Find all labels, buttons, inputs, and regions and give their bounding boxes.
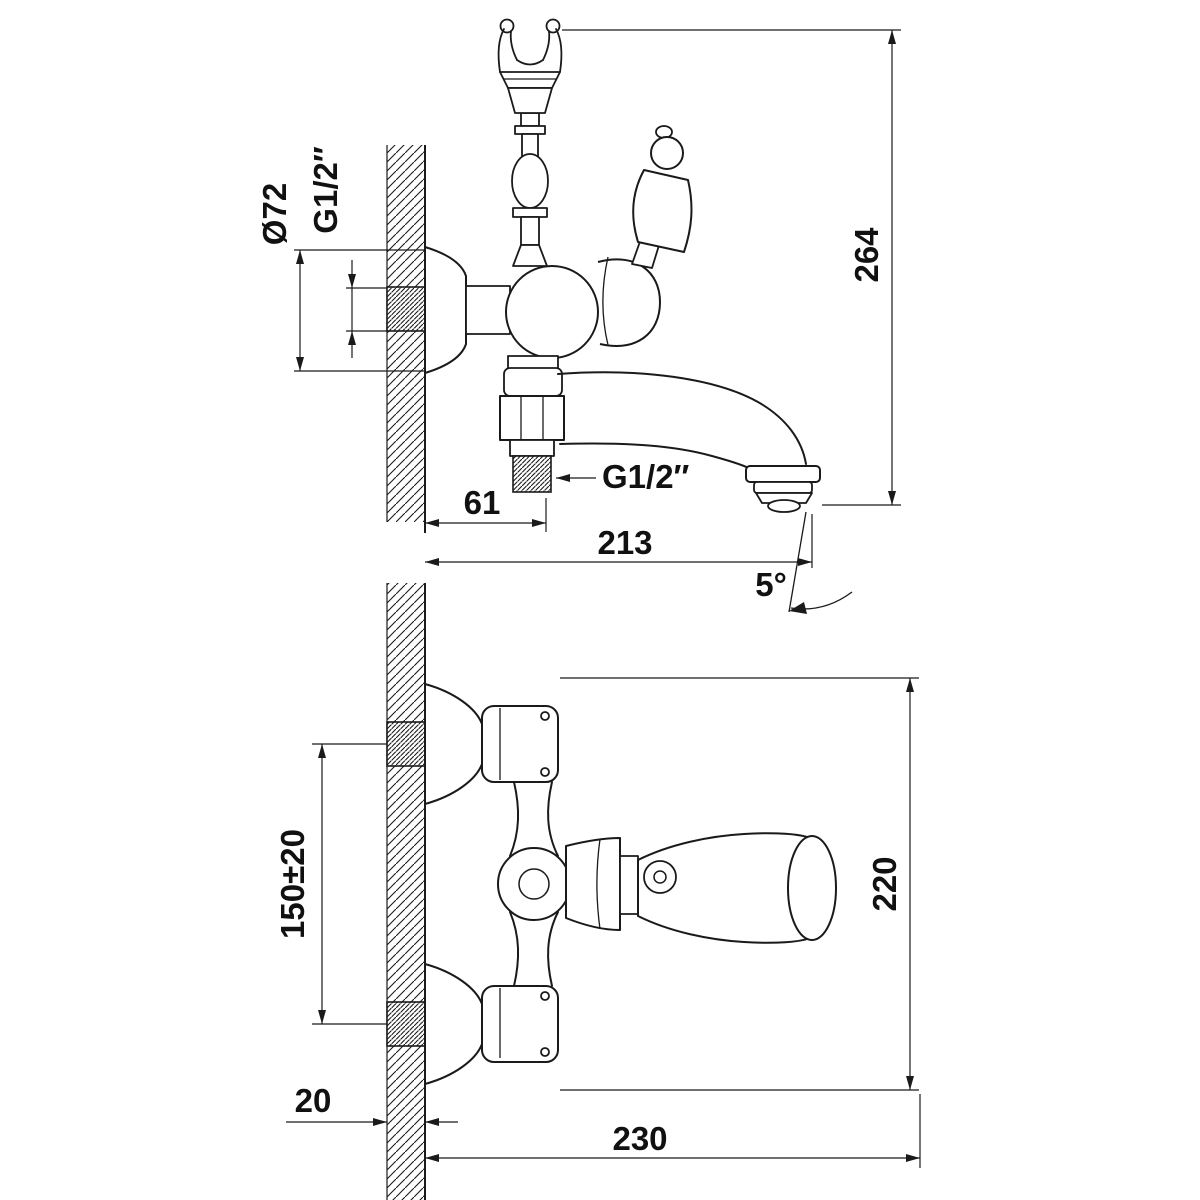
wall-section-front xyxy=(386,583,426,1200)
angle-arrow xyxy=(789,602,807,614)
mounting-escutcheon xyxy=(424,246,511,374)
wall-hatch xyxy=(387,583,425,1200)
union-screw xyxy=(540,711,550,721)
handle-end-cap xyxy=(787,835,837,941)
inlet-thread-tail xyxy=(386,286,426,332)
front-view: 150±20 220 20 230 xyxy=(274,583,921,1200)
valve-body-front xyxy=(497,847,571,921)
dimension-20: 20 xyxy=(286,1082,458,1126)
supply-thread-bottom xyxy=(386,1001,426,1047)
dimension-dia72: Ø72 xyxy=(256,183,425,372)
dim-label-g12-bottom: G1/2″ xyxy=(602,458,690,495)
dimension-264: 264 xyxy=(562,29,901,506)
dim-label-213: 213 xyxy=(597,524,652,561)
handle-cone xyxy=(565,837,621,931)
body-sphere xyxy=(505,265,599,359)
dim-label-5deg: 5° xyxy=(755,566,787,603)
union-bottom xyxy=(481,985,559,1063)
escutcheon-front-top xyxy=(424,683,483,805)
body-boss-inner xyxy=(518,868,550,900)
dim-label-230: 230 xyxy=(612,1120,667,1157)
escutcheon-stub xyxy=(465,285,511,335)
dim-label-220: 220 xyxy=(866,856,903,911)
lever-handle-side xyxy=(597,125,693,347)
spout-flange xyxy=(745,465,821,483)
escutcheon-front-bottom xyxy=(424,963,483,1085)
dim-label-20: 20 xyxy=(295,1082,332,1119)
wall-section-side xyxy=(386,145,426,533)
union-top xyxy=(481,705,559,783)
fork-collar xyxy=(499,71,561,89)
union-screw xyxy=(540,1047,550,1057)
body-pipes-front xyxy=(509,781,559,987)
dim-label-g12-top: G1/2″ xyxy=(307,146,344,234)
union-screw xyxy=(540,767,550,777)
dim-label-150: 150±20 xyxy=(274,829,311,939)
dim-label-61: 61 xyxy=(464,484,501,521)
wall-hatch xyxy=(387,145,425,522)
spout-top-edge xyxy=(557,371,807,465)
spout-tip xyxy=(767,499,801,513)
dimension-220: 220 xyxy=(560,677,919,1091)
hose-outlet xyxy=(499,355,565,493)
dimension-g12-top: G1/2″ xyxy=(307,146,387,358)
escutcheon-bell xyxy=(424,246,467,374)
spout xyxy=(557,371,821,513)
dimension-150: 150±20 xyxy=(274,743,387,1025)
handle-ball xyxy=(650,136,684,170)
supply-thread-top xyxy=(386,721,426,767)
fork-holder xyxy=(507,87,553,114)
handle-grip xyxy=(632,169,693,253)
outlet-thread xyxy=(512,455,552,493)
union-screw xyxy=(540,991,550,1001)
side-view: Ø72 G1/2″ 264 61 xyxy=(256,18,901,614)
riser-column xyxy=(511,112,549,267)
dim-label-264: 264 xyxy=(848,227,885,283)
dim-label-dia72: Ø72 xyxy=(256,183,293,245)
handle-neck-front xyxy=(619,855,639,915)
dimension-61: 61 xyxy=(425,484,547,532)
column-vase xyxy=(511,153,549,209)
outlet-hex-nut xyxy=(499,395,565,441)
lever-handle-front xyxy=(565,832,837,944)
dimension-213: 213 xyxy=(425,514,813,568)
valve-bonnet xyxy=(597,258,661,347)
thread-hatch xyxy=(386,286,426,332)
valve-body-side xyxy=(505,265,599,359)
label-g12-bottom: G1/2″ xyxy=(556,458,690,495)
spout-bottom-edge xyxy=(559,442,753,471)
dimension-230: 230 xyxy=(425,1094,921,1168)
shower-holder-fork xyxy=(497,18,563,114)
